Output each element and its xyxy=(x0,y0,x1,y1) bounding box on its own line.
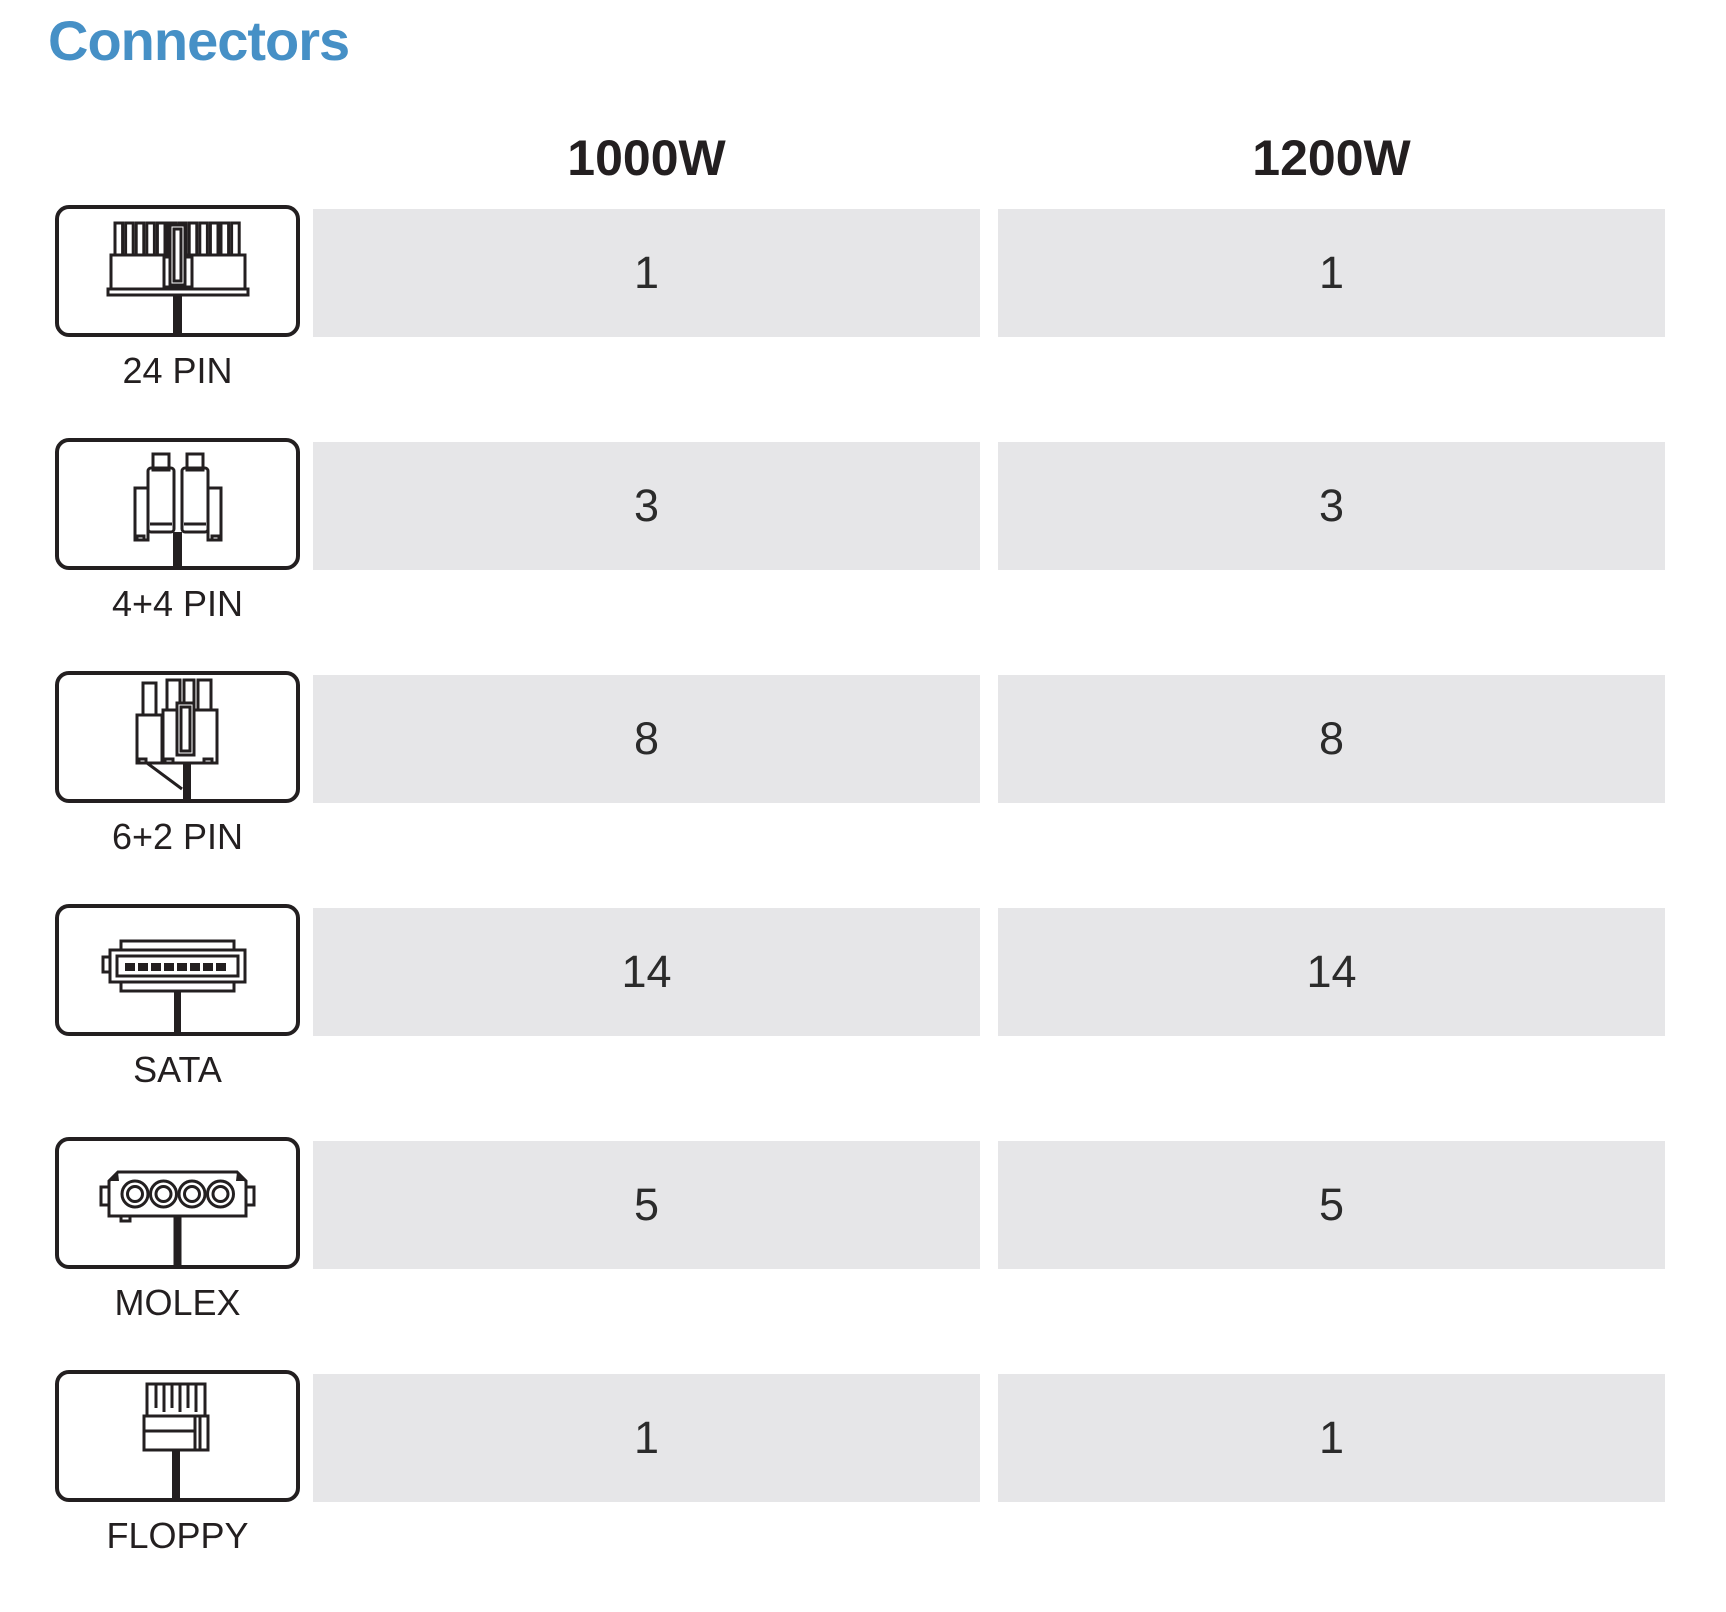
connector-label-6plus2-pin: 6+2 PIN xyxy=(111,816,244,857)
4plus4-pin-connector-icon xyxy=(55,438,300,570)
count-molex-1200w: 5 xyxy=(998,1141,1665,1269)
connector-label-molex: MOLEX xyxy=(114,1282,241,1323)
column-headers: 1000W 1200W xyxy=(313,133,1726,183)
column-header-1000w: 1000W xyxy=(567,130,726,186)
count-floppy-1200w: 1 xyxy=(998,1374,1665,1502)
row-4plus4-pin: 4+4 PIN 3 3 xyxy=(55,438,1726,626)
count-24-pin-1200w: 1 xyxy=(998,209,1665,337)
row-6plus2-pin: 6+2 PIN 8 8 xyxy=(55,671,1726,859)
row-sata: SATA 14 14 xyxy=(55,904,1726,1092)
row-floppy: FLOPPY 1 1 xyxy=(55,1370,1726,1558)
count-6plus2-pin-1000w: 8 xyxy=(313,675,980,803)
connector-label-sata: SATA xyxy=(133,1049,222,1090)
count-4plus4-pin-1000w: 3 xyxy=(313,442,980,570)
column-header-1200w: 1200W xyxy=(1252,130,1411,186)
row-24-pin-icon-column: 24 PIN xyxy=(55,205,300,393)
count-4plus4-pin-1200w: 3 xyxy=(998,442,1665,570)
count-sata-1000w: 14 xyxy=(313,908,980,1036)
connector-label-24-pin: 24 PIN xyxy=(122,350,233,391)
row-molex-icon-column: MOLEX xyxy=(55,1137,300,1325)
24-pin-connector-icon xyxy=(55,205,300,337)
connector-label-4plus4-pin: 4+4 PIN xyxy=(111,583,244,624)
count-6plus2-pin-1200w: 8 xyxy=(998,675,1665,803)
row-24-pin: 24 PIN 1 1 xyxy=(55,205,1726,393)
row-4plus4-pin-icon-column: 4+4 PIN xyxy=(55,438,300,626)
floppy-connector-icon xyxy=(55,1370,300,1502)
count-sata-1200w: 14 xyxy=(998,908,1665,1036)
sata-connector-icon xyxy=(55,904,300,1036)
count-floppy-1000w: 1 xyxy=(313,1374,980,1502)
row-floppy-icon-column: FLOPPY xyxy=(55,1370,300,1558)
count-molex-1000w: 5 xyxy=(313,1141,980,1269)
molex-connector-icon xyxy=(55,1137,300,1269)
count-24-pin-1000w: 1 xyxy=(313,209,980,337)
connector-table: 24 PIN 1 1 xyxy=(48,205,1726,1558)
row-6plus2-pin-icon-column: 6+2 PIN xyxy=(55,671,300,859)
page-title: Connectors xyxy=(48,9,350,72)
connector-label-floppy: FLOPPY xyxy=(106,1515,249,1556)
connectors-page: Connectors 1000W 1200W xyxy=(48,9,1726,1558)
row-sata-icon-column: SATA xyxy=(55,904,300,1092)
row-molex: MOLEX 5 5 xyxy=(55,1137,1726,1325)
6plus2-pin-connector-icon xyxy=(55,671,300,803)
